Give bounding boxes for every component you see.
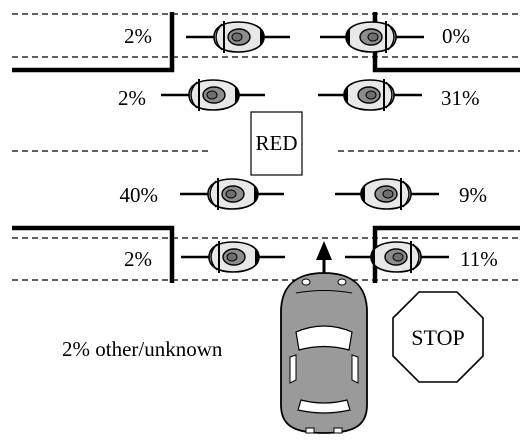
curb-top-left (12, 12, 175, 73)
percent-label-bottom-right: 11% (460, 247, 498, 271)
motorcycle-lower-left (180, 178, 284, 210)
percent-label-bottom-left: 2% (124, 247, 152, 271)
motorcycles (161, 21, 449, 273)
signal-box (250, 111, 303, 176)
car-icon (280, 272, 368, 434)
motorcycle-upper-right (318, 79, 422, 111)
path-labels: 2% 0% 2% 31% 40% 9% 2% 11% (118, 24, 498, 271)
stop-sign-label: STOP (411, 325, 464, 350)
percent-label-top-left: 2% (124, 24, 152, 48)
stop-sign: STOP (392, 291, 484, 383)
motorcycle-bottom-left (181, 241, 285, 273)
motorcycle-top-right (320, 21, 424, 53)
motorcycle-top-left (186, 21, 290, 53)
other-unknown-note: 2% other/unknown (62, 337, 223, 361)
percent-label-lower-left: 40% (120, 183, 159, 207)
percent-label-upper-right: 31% (441, 86, 480, 110)
stop-sign-octagon (392, 291, 484, 383)
curb-bottom-left (12, 225, 175, 283)
signal-label: RED (256, 131, 298, 155)
motorcycle-lower-right (335, 178, 439, 210)
motorcycle-upper-left (161, 79, 265, 111)
percent-label-top-right: 0% (442, 24, 470, 48)
percent-label-upper-left: 2% (118, 86, 146, 110)
percent-label-lower-right: 9% (459, 183, 487, 207)
traffic-signal: RED (250, 111, 303, 176)
motorcycle-bottom-right (345, 241, 449, 273)
